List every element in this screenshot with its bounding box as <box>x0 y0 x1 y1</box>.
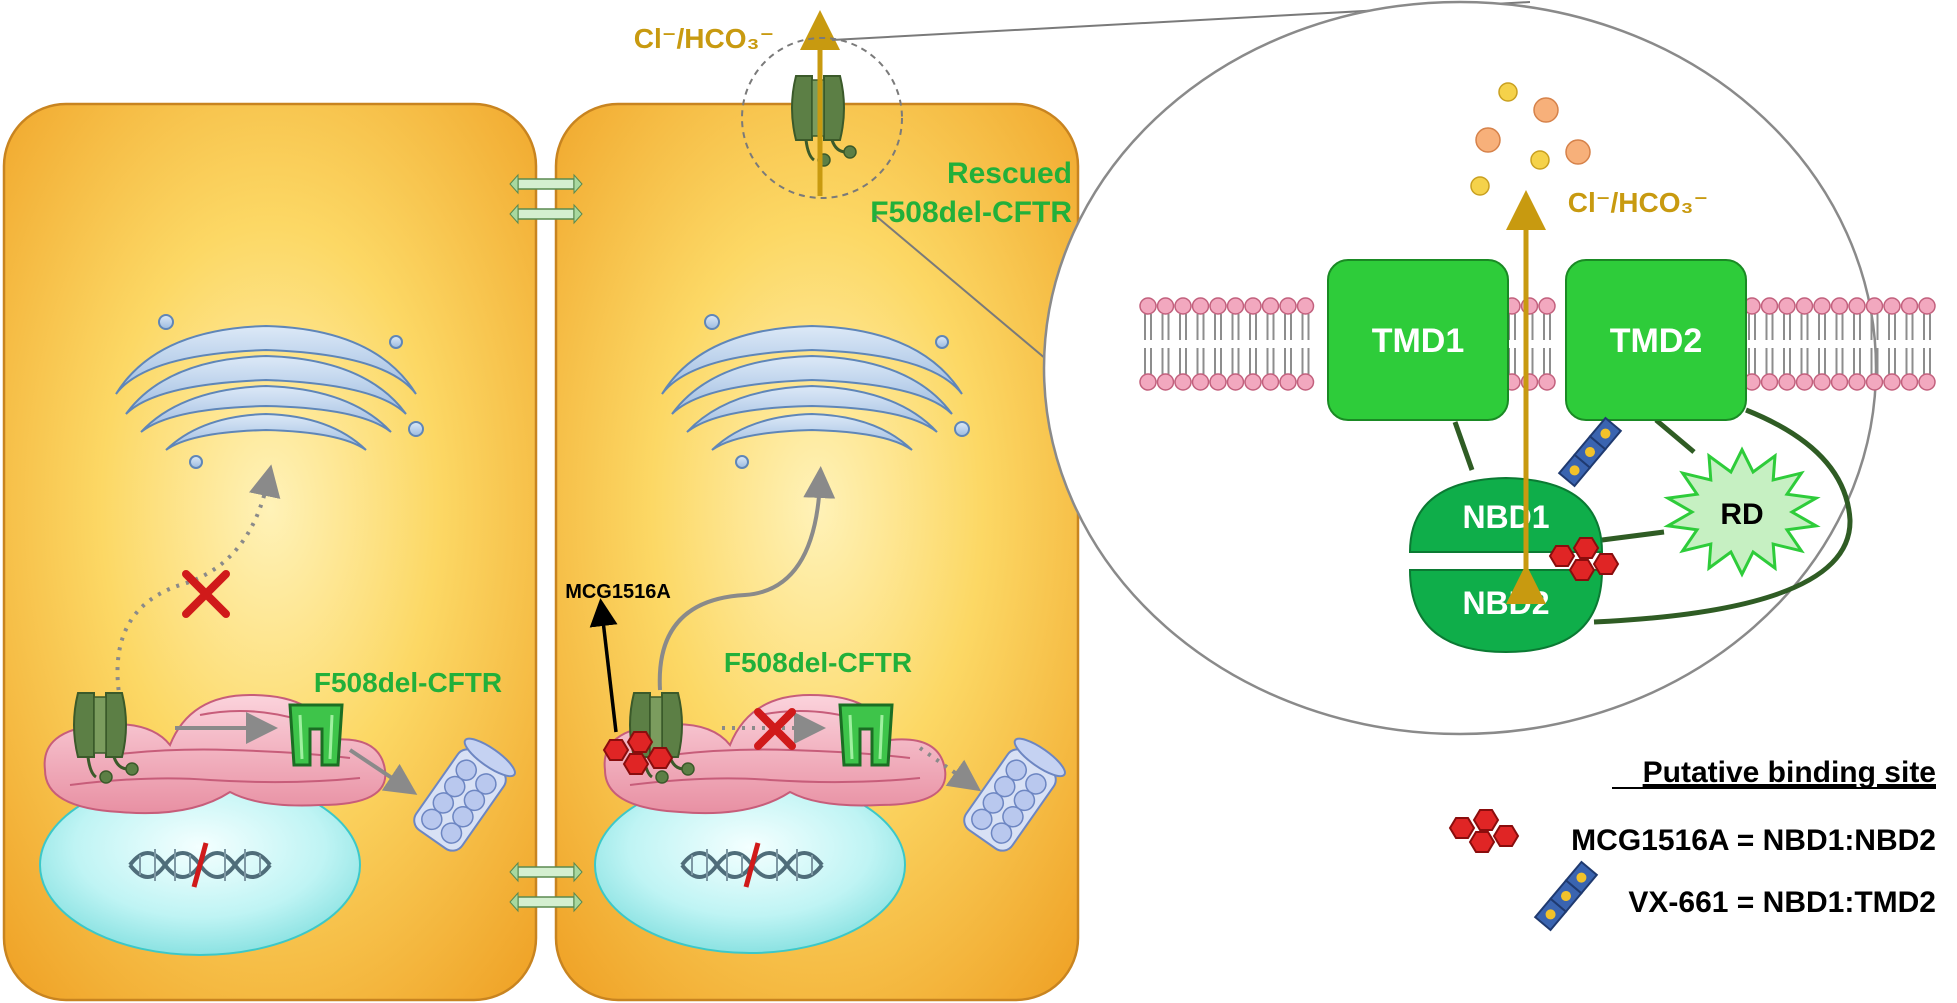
rescued-label-line1: Rescued <box>947 157 1072 190</box>
nbd2-label: NBD2 <box>1462 585 1549 621</box>
ion-label-zoom: Cl⁻/HCO₃⁻ <box>1568 187 1709 218</box>
left-cell: F508del-CFTR <box>2 102 538 1002</box>
rescued-label-line2: F508del-CFTR <box>870 196 1072 229</box>
left-f508del-label: F508del-CFTR <box>314 667 502 698</box>
zoom-panel: TMD1 TMD2 NBD1 NBD2 RD Cl⁻/HCO₃⁻ <box>1042 0 1936 736</box>
block-x-icon <box>754 708 796 750</box>
legend-title: Putative binding site <box>1643 756 1936 789</box>
nbd1-label: NBD1 <box>1462 499 1549 535</box>
right-cell: MCG1516A F508del-CFTR Rescued F508del-CF… <box>554 10 1080 1002</box>
tight-junctions <box>509 173 583 913</box>
blue-compound-icon <box>1534 860 1598 932</box>
compound-arrow-label: MCG1516A <box>565 581 671 603</box>
legend-item-mcg: MCG1516A = NBD1:NBD2 <box>1571 824 1936 857</box>
zoom-source-circle <box>741 37 903 199</box>
rd-label: RD <box>1720 498 1763 531</box>
right-f508del-label: F508del-CFTR <box>724 647 912 678</box>
block-x-icon <box>182 570 230 618</box>
red-compound-icon <box>1449 809 1519 853</box>
rd-domain: RD <box>1663 446 1821 578</box>
tmd2-domain <box>1565 259 1747 421</box>
tmd2-label: TMD2 <box>1610 322 1703 360</box>
legend: Putative binding site MCG1516A = NBD1:NB… <box>1449 756 1936 932</box>
legend-item-vx: VX-661 = NBD1:TMD2 <box>1628 886 1936 919</box>
ion-label-top: Cl⁻/HCO₃⁻ <box>634 23 775 54</box>
tmd1-label: TMD1 <box>1372 322 1465 360</box>
